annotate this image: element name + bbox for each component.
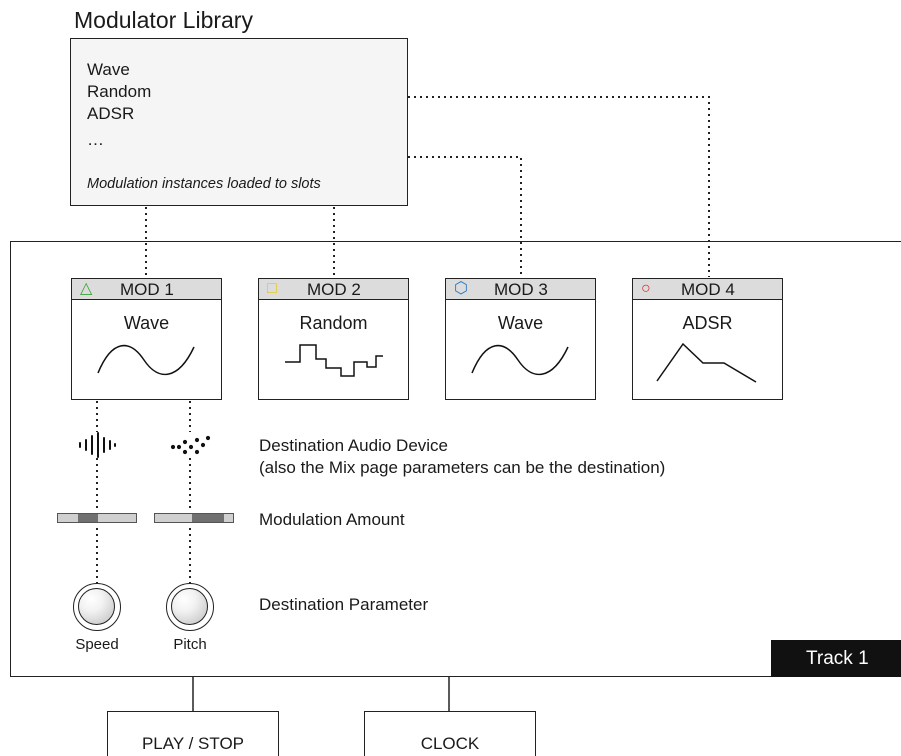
slot-label: MOD 4 <box>681 280 735 299</box>
destination-device-label: Destination Audio Device <box>259 436 449 455</box>
hexagon-icon: ⬡ <box>454 280 468 297</box>
modulation-amount-slider-speed[interactable] <box>57 513 137 523</box>
slot-header: ○ MOD 4 <box>633 279 782 300</box>
slot-modulator-name: Wave <box>123 313 170 333</box>
library-note: Modulation instances loaded to slots <box>87 176 321 192</box>
knob-icon <box>171 588 208 625</box>
track-frame <box>10 241 901 677</box>
speed-knob[interactable] <box>73 583 121 631</box>
slot-header: □ MOD 2 <box>259 279 408 300</box>
pitch-knob[interactable] <box>166 583 214 631</box>
library-item-more: … <box>87 130 104 149</box>
amount-fill <box>192 514 224 522</box>
slot-modulator-name: Random <box>299 313 368 333</box>
slot-label: MOD 2 <box>307 280 361 299</box>
library-item-random[interactable]: Random <box>87 82 152 101</box>
slot-modulator-name: Wave <box>497 313 544 333</box>
slot-header: △ MOD 1 <box>72 279 221 300</box>
slot-label: MOD 3 <box>494 280 548 299</box>
library-title: Modulator Library <box>74 7 253 33</box>
clock-button[interactable]: CLOCK <box>364 711 536 756</box>
library-item-adsr[interactable]: ADSR <box>87 104 135 123</box>
speed-knob-label: Speed <box>75 636 119 653</box>
destination-parameter-label: Destination Parameter <box>259 595 429 614</box>
mod-slot-3[interactable]: ⬡ MOD 3 Wave <box>445 278 596 400</box>
triangle-icon: △ <box>80 280 93 297</box>
knob-icon <box>78 588 115 625</box>
mod-slot-4[interactable]: ○ MOD 4 ADSR <box>632 278 783 400</box>
sine-wave-icon <box>471 344 569 376</box>
destination-device-note: (also the Mix page parameters can be the… <box>259 458 666 477</box>
track-label: Track 1 <box>771 640 901 677</box>
dots-icon <box>170 435 211 455</box>
slot-label: MOD 1 <box>120 280 174 299</box>
pitch-knob-label: Pitch <box>173 636 207 653</box>
sine-wave-icon <box>97 344 195 376</box>
modulation-amount-slider-pitch[interactable] <box>154 513 234 523</box>
slot-modulator-name: ADSR <box>682 313 733 333</box>
slot-header: ⬡ MOD 3 <box>446 279 595 300</box>
mod-slot-2[interactable]: □ MOD 2 Random <box>258 278 409 400</box>
library-item-wave[interactable]: Wave <box>87 60 130 79</box>
square-icon: □ <box>267 280 277 297</box>
circle-icon: ○ <box>641 280 651 297</box>
mod-slot-1[interactable]: △ MOD 1 Wave <box>71 278 222 400</box>
random-steps-icon <box>285 344 383 377</box>
amount-fill <box>78 514 98 522</box>
modulator-library <box>70 38 408 206</box>
waveform-icon <box>79 432 116 458</box>
adsr-envelope-icon <box>656 342 757 383</box>
modulation-amount-label: Modulation Amount <box>259 510 405 529</box>
play-stop-button[interactable]: PLAY / STOP <box>107 711 279 756</box>
